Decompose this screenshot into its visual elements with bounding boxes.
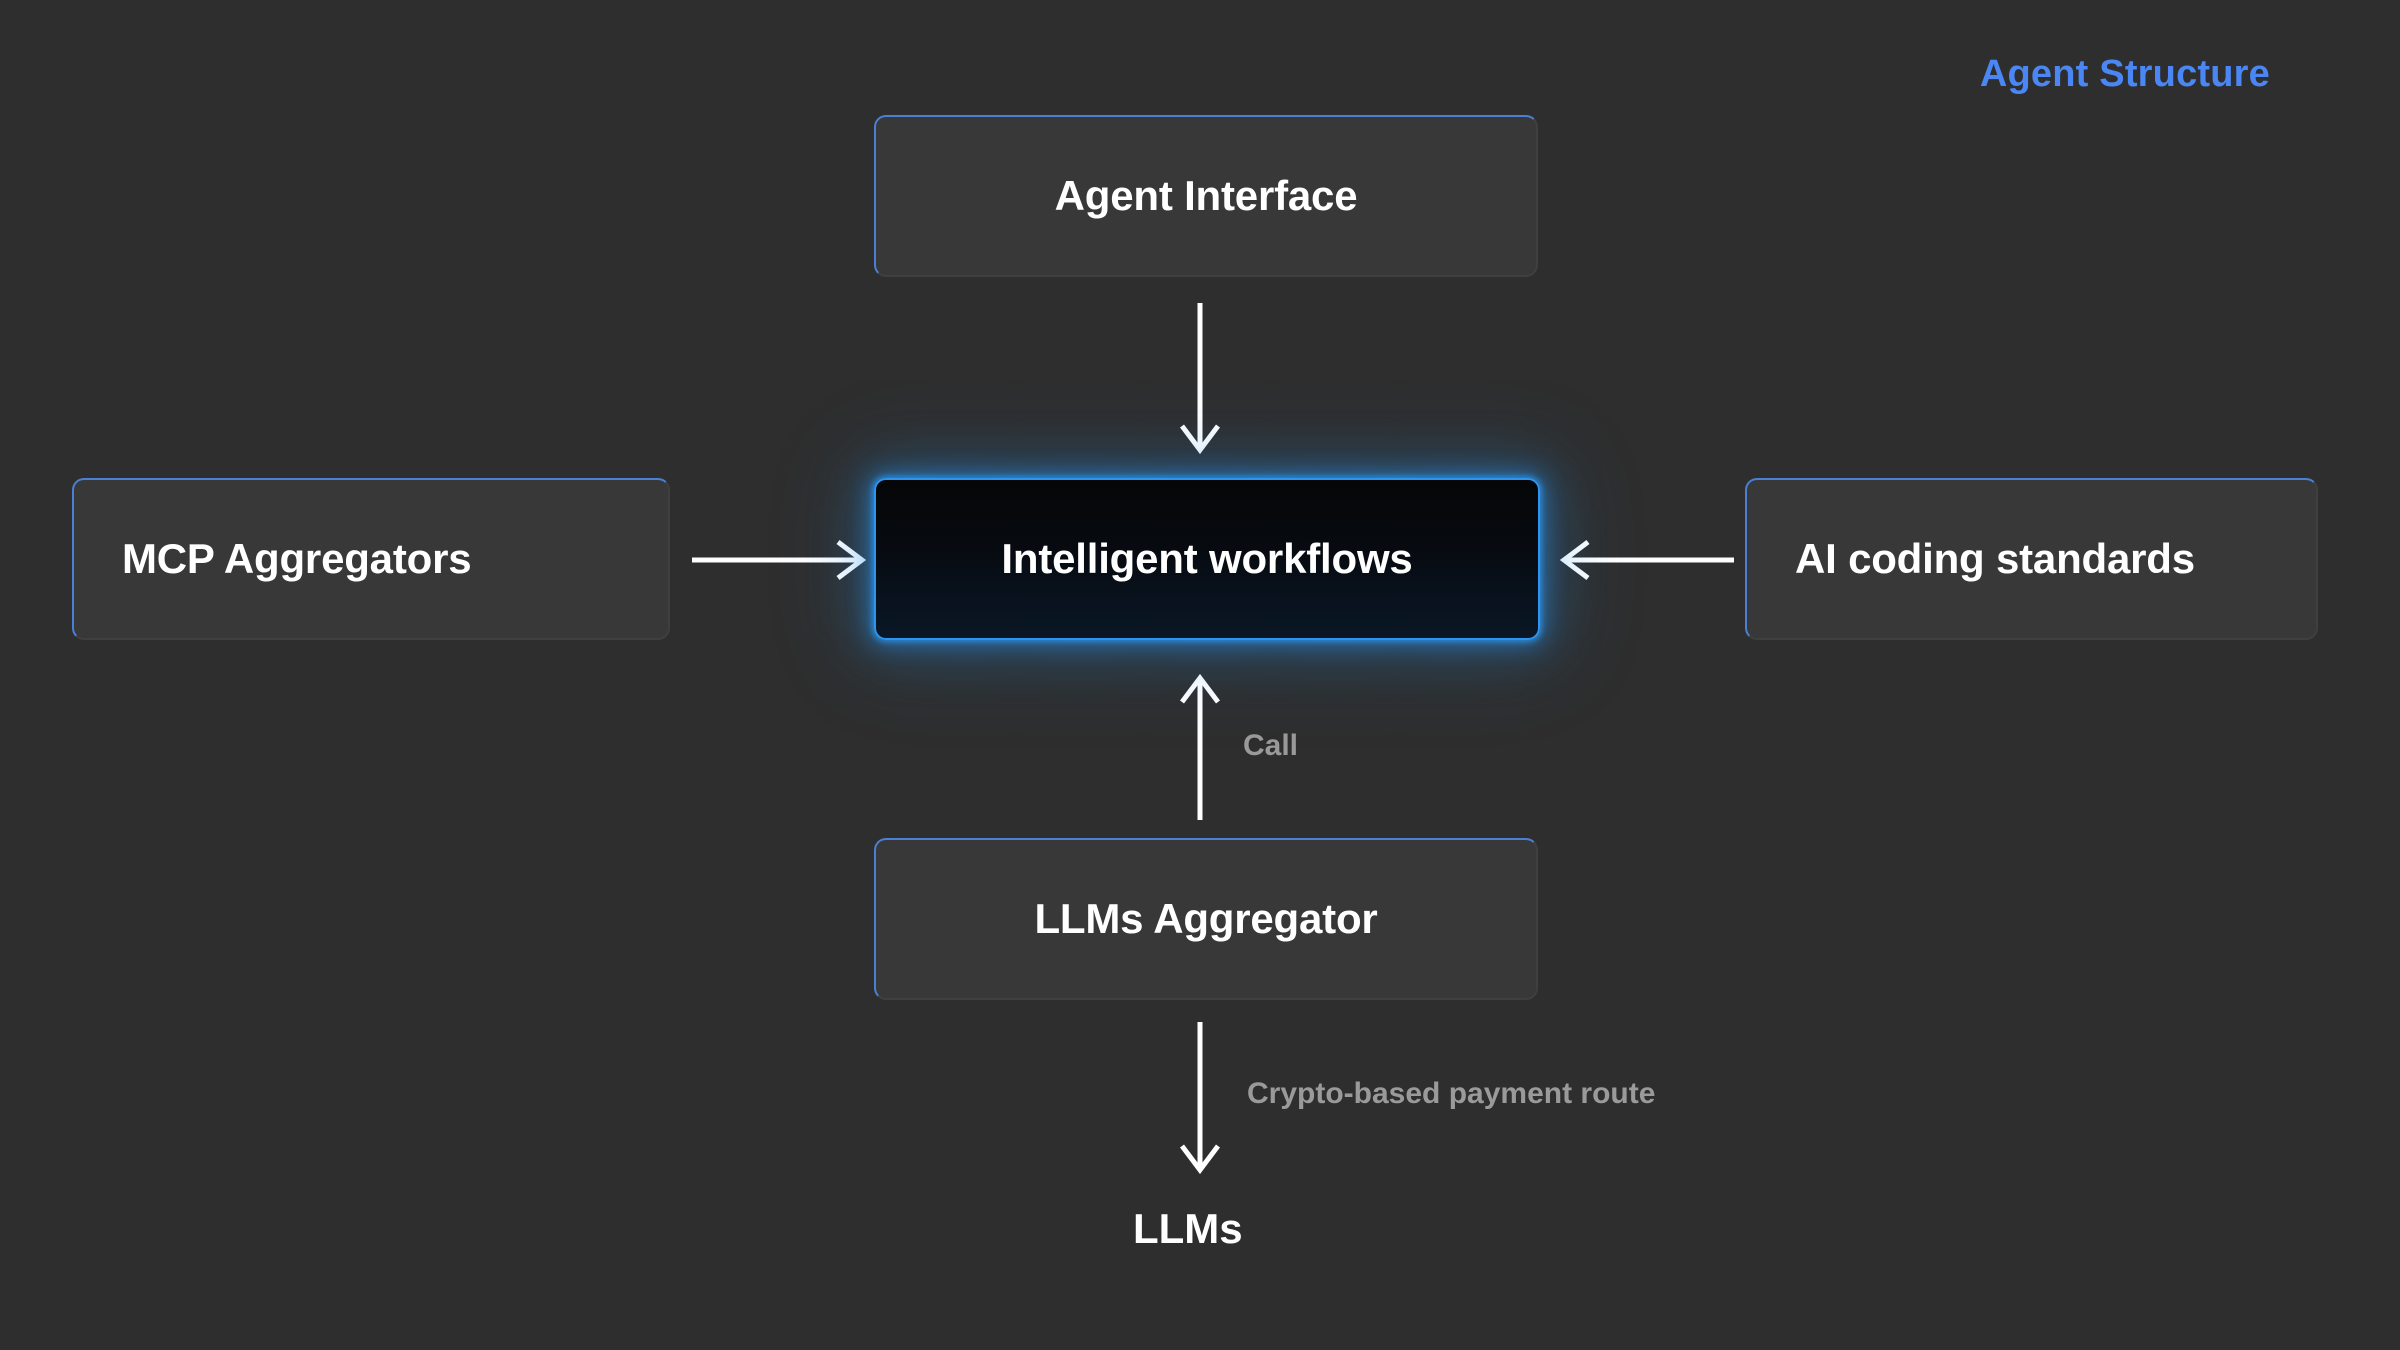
arrow-llms-aggregator-to-llms	[1170, 1018, 1230, 1178]
node-ai-coding-standards[interactable]: AI coding standards	[1745, 478, 2318, 640]
node-intelligent-workflows[interactable]: Intelligent workflows	[874, 478, 1540, 640]
node-agent-interface-label: Agent Interface	[1054, 172, 1358, 219]
node-agent-interface[interactable]: Agent Interface	[874, 115, 1538, 277]
arrow-ai-coding-standards-to-intelligent-workflows	[1556, 530, 1736, 590]
diagram-title: Agent Structure	[1979, 53, 2270, 95]
arrow-mcp-aggregators-to-intelligent-workflows	[690, 530, 870, 590]
edge-label-call: Call	[1243, 729, 1299, 762]
node-ai-coding-standards-label: AI coding standards	[1795, 535, 2195, 582]
node-intelligent-workflows-label: Intelligent workflows	[1001, 535, 1413, 582]
arrow-agent-interface-to-intelligent-workflows	[1170, 298, 1230, 458]
node-llms-aggregator-label: LLMs Aggregator	[1034, 895, 1378, 942]
arrow-llms-aggregator-to-intelligent-workflows	[1170, 672, 1230, 824]
node-llms[interactable]: LLMs	[1133, 1205, 1243, 1252]
edge-label-crypto-payment-route: Crypto-based payment route	[1247, 1077, 1656, 1110]
node-mcp-aggregators[interactable]: MCP Aggregators	[72, 478, 670, 640]
node-mcp-aggregators-label: MCP Aggregators	[122, 535, 472, 582]
node-llms-aggregator[interactable]: LLMs Aggregator	[874, 838, 1538, 1000]
